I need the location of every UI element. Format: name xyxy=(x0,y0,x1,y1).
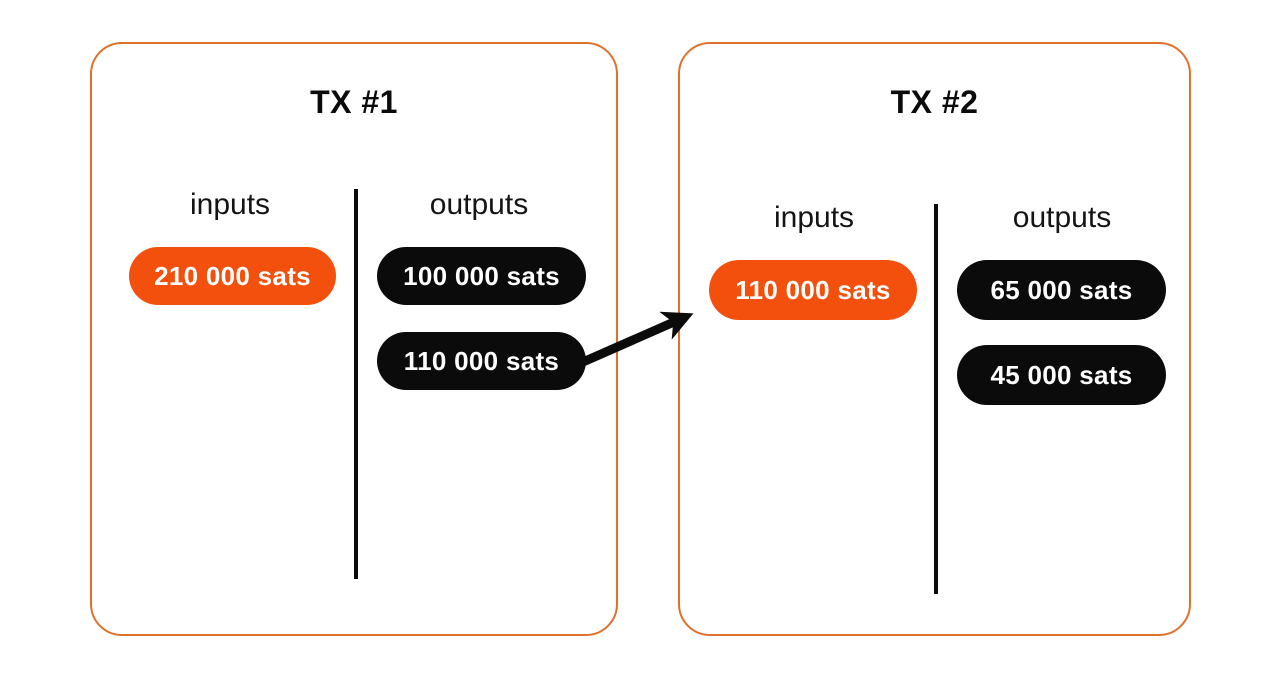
tx2-column-divider xyxy=(934,204,938,594)
tx1-card: TX #1 inputs outputs 210 000 sats 100 00… xyxy=(90,42,618,636)
tx1-outputs-label: outputs xyxy=(429,188,529,221)
tx1-output-pill-1: 100 000 sats xyxy=(377,247,586,305)
tx1-input-pill: 210 000 sats xyxy=(129,247,336,305)
tx2-output-pill-1: 65 000 sats xyxy=(957,260,1166,320)
tx2-card: TX #2 inputs outputs 110 000 sats 65 000… xyxy=(678,42,1191,636)
tx1-inputs-label: inputs xyxy=(189,188,271,221)
tx1-output-pill-2: 110 000 sats xyxy=(377,332,586,390)
tx2-outputs-label: outputs xyxy=(1012,201,1112,234)
tx2-input-pill: 110 000 sats xyxy=(709,260,917,320)
tx2-title: TX #2 xyxy=(890,84,979,120)
tx2-inputs-label: inputs xyxy=(773,201,855,234)
tx2-output-pill-2: 45 000 sats xyxy=(957,345,1166,405)
tx1-column-divider xyxy=(354,189,358,579)
tx1-title: TX #1 xyxy=(310,84,398,120)
